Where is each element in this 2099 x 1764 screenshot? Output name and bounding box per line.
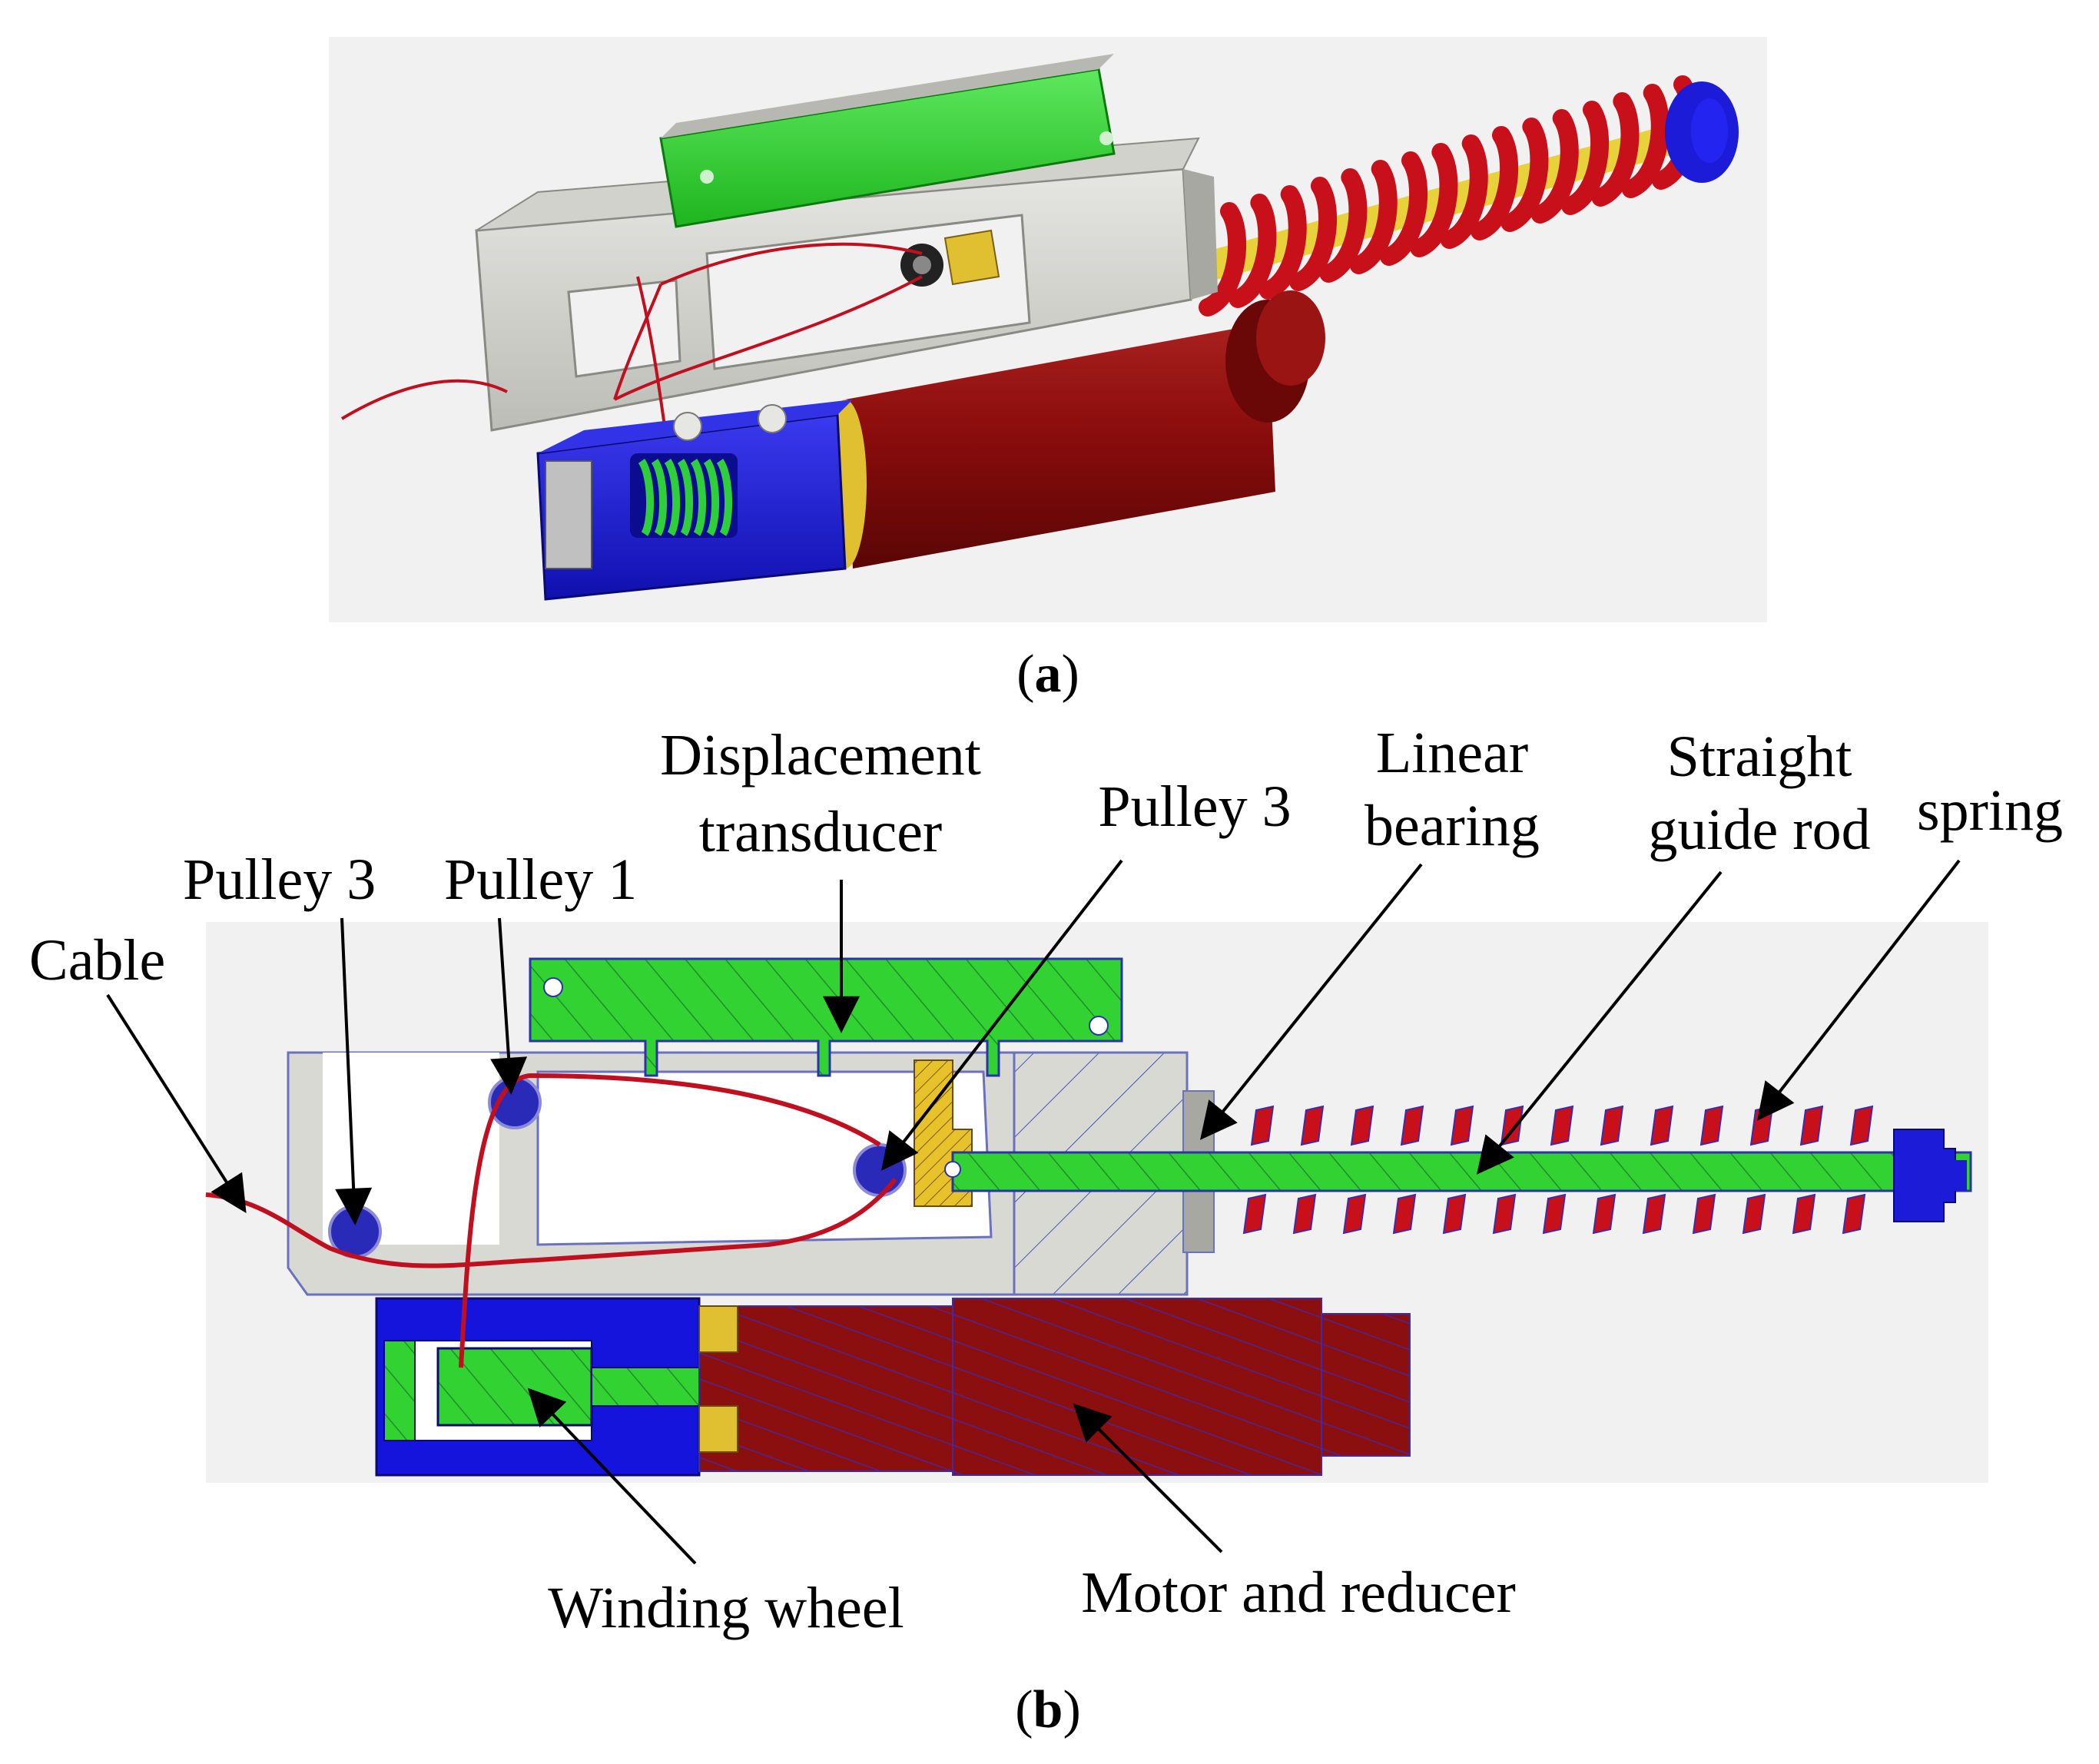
spring-coil-section-top [1600,1105,1624,1146]
arrow-winding-wheel [527,1388,697,1565]
spring-coil [1410,143,1458,257]
spring-coil-section-bottom [1692,1193,1716,1235]
arrow-linear-bearing [1199,863,1423,1140]
spring-coil-section-bottom [1392,1193,1417,1235]
spring-coil-section-bottom [1742,1193,1766,1235]
spring-coil-section-top [1350,1105,1374,1146]
winding-turn [716,459,733,536]
label-displacement-line1: Displacement [660,723,981,788]
spring-coil [1530,109,1579,224]
winding-turn [638,459,655,536]
cable-section [205,1073,897,1368]
spring-coil-section-bottom [1542,1193,1567,1235]
spring-coil-section-bottom [1492,1193,1517,1235]
end-cap-section [1893,1129,1956,1222]
spring-coil-section-top [1550,1105,1574,1146]
end-cap-3d [1665,81,1739,183]
spring-coil [1319,168,1368,283]
spring-coil-section-top [1849,1105,1874,1146]
arrow-pulley-1 [490,917,528,1095]
arrow-spring [1757,859,1961,1121]
spring-coil [1199,202,1246,317]
spring-coil-section-top [1450,1105,1474,1146]
label-pulley-3-right: Pulley 3 [1098,774,1291,839]
spring-coil-section-bottom [1342,1193,1367,1235]
spring-coil-section-bottom [1292,1193,1317,1235]
spring-coil-section-bottom [1242,1193,1267,1235]
arrow-motor-reducer [1073,1403,1223,1553]
spring-coil-section-top [1799,1105,1824,1146]
caption-a: (a) [1016,645,1079,704]
spring-coil-section-top [1699,1105,1724,1146]
arrow-straight-guide-rod [1476,870,1723,1175]
spring-coil [1380,151,1428,266]
spring-coil-section-top [1300,1105,1325,1146]
label-displacement-line2: transducer [699,800,943,864]
guide-rod-section [951,1151,1972,1192]
motor-3d [824,290,1325,569]
spring-3d [1199,75,1699,317]
spring-coil [1500,118,1549,232]
label-motor-reducer: Motor and reducer [1081,1560,1516,1625]
spring-coil-section-top [1650,1105,1674,1146]
caption-b: (b) [1015,1680,1081,1739]
label-pulley-3-left: Pulley 3 [183,847,376,912]
pulley-3d [900,229,1000,287]
panel-b-cross-section [205,922,1988,1483]
spring-coil-section-top [1250,1105,1275,1146]
panel-a-3d-render [329,37,1767,622]
spring-coil [1349,160,1398,274]
winding-turn [703,459,720,536]
winding-turn [651,459,668,536]
motor-section [698,1298,1411,1476]
housing-3d [536,400,853,601]
spring-coil-section-bottom [1642,1193,1666,1235]
arrow-pulley-3-left [335,917,373,1225]
winding-turn [664,459,681,536]
arrow-pulley-3-right [881,859,1123,1171]
spring-coil [1621,84,1670,198]
label-linear-line2: bearing [1365,794,1540,858]
arrow-cable [106,993,247,1214]
label-winding-wheel: Winding wheel [548,1576,904,1640]
spring-coil [1561,101,1609,215]
spring-coil [1258,185,1307,300]
spring-coil-section-bottom [1842,1193,1866,1235]
label-straight-line1: Straight [1667,724,1852,789]
spring-coil [1591,92,1640,207]
label-linear-line1: Linear [1376,721,1528,785]
label-straight-line2: guide rod [1648,797,1870,862]
winding-turn [690,459,707,536]
spring-coil [1229,194,1277,308]
spring-coil-section-bottom [1442,1193,1467,1235]
winding-turn [677,459,694,536]
spring-coil-section-top [1400,1105,1424,1146]
label-spring: spring [1917,778,2063,843]
label-cable: Cable [29,928,165,993]
spring-coil [1471,126,1518,240]
spring-coil-section-bottom [1592,1193,1617,1235]
panel-b-labels: Cable Pulley 3 Pulley 1 Displacement tra… [29,721,2063,1640]
spring-coil [1440,134,1488,249]
spring-coil [1289,177,1337,291]
transducer-3d [659,54,1116,228]
spring-coil-section-bottom [1792,1193,1816,1235]
label-pulley-1: Pulley 1 [444,847,637,912]
